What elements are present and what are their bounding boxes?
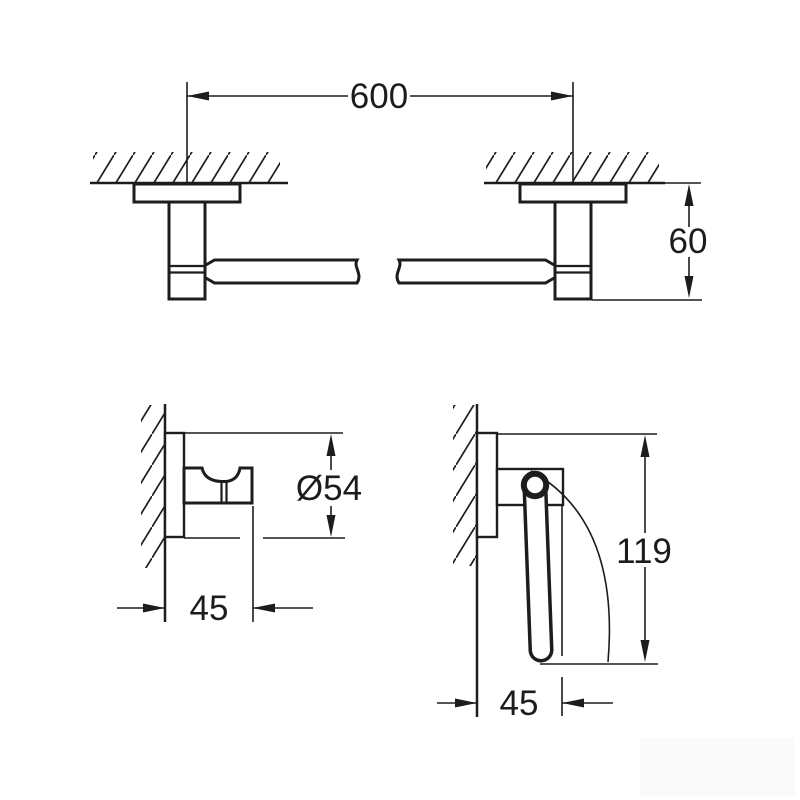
spring-wire	[530, 470, 611, 663]
hook-plate	[163, 431, 186, 539]
hook-diameter-label: Ø54	[296, 469, 362, 508]
dimension-119: 119	[497, 433, 672, 665]
arrowhead-left	[562, 698, 584, 708]
towel-rod-left	[203, 258, 361, 285]
dimension-diameter-54: Ø54	[184, 432, 362, 539]
watermark-smudge	[640, 738, 795, 796]
mount-flange	[518, 182, 628, 204]
towel-bar-depth-label: 60	[669, 222, 708, 261]
roll-arm	[522, 476, 554, 663]
mount-post	[167, 200, 207, 301]
towel-bar-width-label: 600	[350, 77, 408, 116]
roll-arm-fill	[526, 480, 550, 659]
hook-view: Ø54 45	[117, 404, 362, 628]
mount-flange	[132, 182, 242, 204]
arrowhead-right	[143, 603, 165, 613]
dimension-45-holder: 45	[437, 505, 613, 723]
wall-hatch	[141, 405, 165, 568]
arrowhead-down	[640, 640, 650, 662]
arrowhead-up	[684, 184, 694, 206]
towel-rod-right	[395, 258, 557, 285]
holder-plate	[475, 431, 499, 539]
arrowhead-down	[326, 515, 336, 537]
arrowhead-left	[187, 91, 209, 101]
left-mount	[132, 182, 361, 301]
arrowhead-right	[551, 91, 573, 101]
arrowhead-up	[326, 434, 336, 456]
right-mount	[395, 182, 628, 301]
hook-body	[182, 466, 254, 505]
dimension-60: 60	[592, 182, 708, 301]
arrowhead-right	[455, 698, 477, 708]
holder-height-label: 119	[616, 532, 672, 571]
holder-depth-label: 45	[500, 684, 539, 723]
dimension-600: 600	[187, 77, 573, 116]
wall-hatch	[453, 405, 477, 566]
towel-bar-view: 600 60	[90, 77, 708, 301]
arrowhead-left	[253, 603, 275, 613]
pivot-ring	[520, 470, 550, 500]
hook-depth-label: 45	[190, 589, 229, 628]
arrowhead-down	[684, 276, 694, 298]
mount-post	[553, 200, 593, 301]
paper-holder-view: 119 45	[437, 404, 672, 723]
dimension-45-hook: 45	[117, 506, 313, 628]
arrowhead-up	[640, 435, 650, 457]
